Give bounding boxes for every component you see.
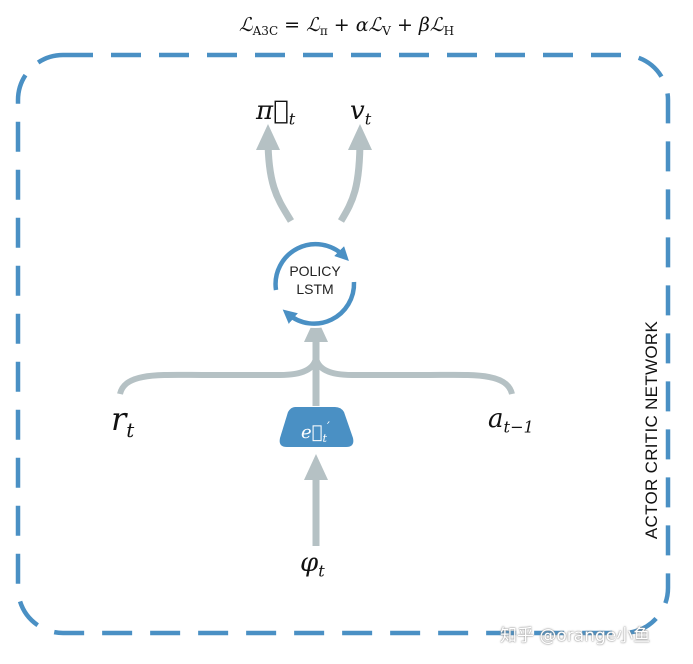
network-label: ACTOR CRITIC NETWORK: [642, 320, 661, 540]
lstm-recurrent-arc-bottom: [282, 281, 357, 326]
equals-sign: =: [278, 14, 307, 36]
lstm-label-line1: POLICY: [289, 263, 341, 279]
watermark: 知乎 @orange小鱼: [500, 626, 651, 646]
value-subscript: t: [364, 109, 372, 129]
value-loss-symbol: ℒ: [368, 14, 383, 36]
merge-brace-right: [313, 357, 515, 396]
encoder-block: [279, 407, 354, 447]
beta-coefficient: β: [418, 14, 430, 36]
lstm-label-line2: LSTM: [296, 281, 334, 297]
lstm-recurrent-arc-top: [273, 241, 349, 291]
reward-subscript: t: [126, 418, 135, 442]
arrow-lstm-to-policy: [256, 124, 295, 223]
arrow-lstm-to-value: [337, 124, 372, 223]
observation-input-label: φt: [300, 548, 325, 581]
value-symbol: v: [350, 96, 365, 126]
encoder-symbol: e⃗: [301, 422, 323, 443]
lstm-label: POLICY LSTM: [272, 262, 358, 298]
merge-brace-left: [117, 357, 319, 396]
policy-symbol: π⃗: [256, 96, 289, 126]
policy-output-label: π⃗t: [256, 96, 295, 129]
entropy-loss-subscript: H: [443, 24, 455, 39]
action-input-label: at−1: [488, 404, 534, 437]
reward-symbol: r: [111, 400, 127, 438]
entropy-loss-symbol: ℒ: [429, 14, 444, 36]
alpha-coefficient: α: [355, 14, 369, 36]
policy-subscript: t: [288, 109, 296, 129]
encoder-prime: ′: [326, 419, 330, 434]
loss-subscript-a3c: A3C: [252, 24, 279, 39]
action-subscript: t−1: [503, 417, 534, 437]
value-loss-subscript: V: [382, 24, 391, 39]
reward-input-label: rt: [111, 400, 134, 442]
lstm-node-background: [273, 244, 357, 328]
value-output-label: vt: [350, 96, 371, 129]
loss-symbol: ℒ: [238, 14, 253, 36]
observation-subscript: t: [318, 561, 325, 581]
policy-loss-symbol: ℒ: [306, 14, 320, 36]
observation-symbol: φ: [300, 548, 319, 578]
plus-sign-1: +: [327, 14, 356, 36]
encoder-subscript: t: [322, 431, 327, 445]
policy-loss-subscript: π: [319, 24, 328, 39]
action-symbol: a: [488, 404, 504, 434]
plus-sign-2: +: [390, 14, 419, 36]
encoder-label: e⃗t′: [301, 419, 330, 445]
network-boundary: [15, 52, 671, 636]
loss-formula: ℒA3C = ℒπ + αℒV + βℒH: [0, 14, 693, 38]
